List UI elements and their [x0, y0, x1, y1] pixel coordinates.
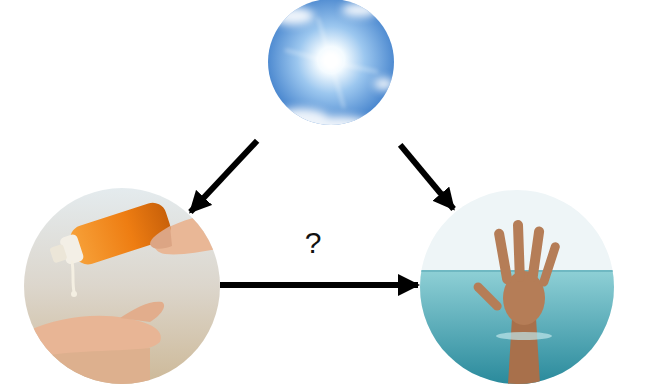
drowning-circle: [420, 188, 614, 382]
arrow-connector: [220, 282, 418, 288]
drowning-photo: [415, 185, 620, 384]
sun-photo: [260, 0, 400, 136]
sunscreen-photo: [20, 185, 225, 384]
arrow-connector: [190, 141, 257, 212]
sun-circle: [268, 0, 394, 125]
sunscreen-circle: [24, 187, 220, 383]
edge-label: ?: [305, 226, 322, 260]
arrow-connector: [400, 145, 453, 209]
